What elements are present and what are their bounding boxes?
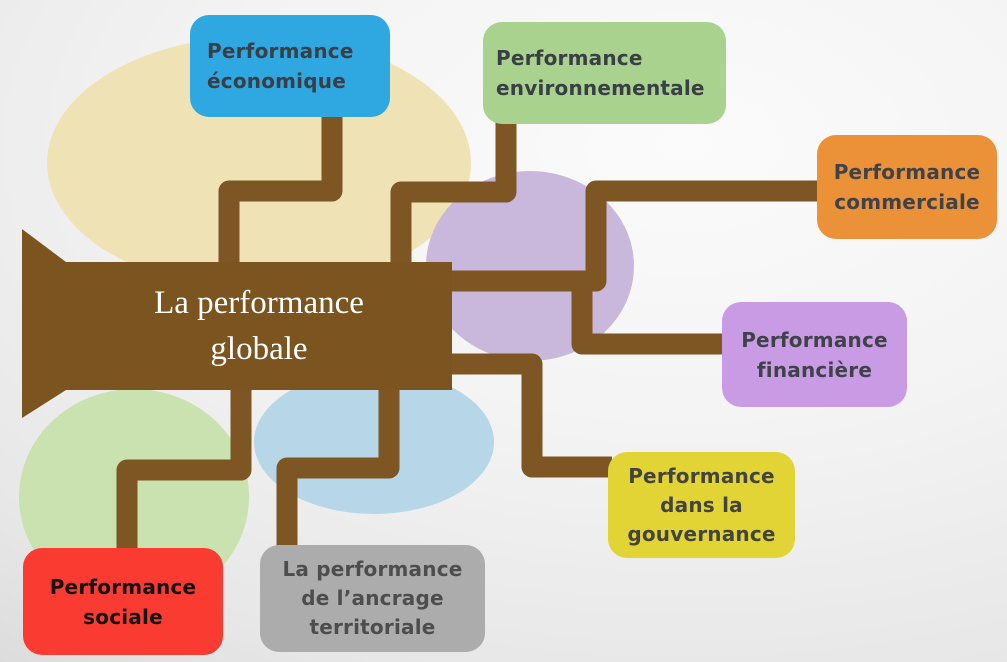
node-label-line: gouvernance — [627, 521, 776, 546]
connector-environnementale — [390, 122, 517, 266]
node-label-line: Performance — [496, 46, 643, 70]
banner-line: La performance — [154, 285, 364, 321]
node-performance-commerciale[interactable]: Performance commerciale — [817, 135, 997, 239]
connector-gouvernance — [450, 353, 612, 478]
node-label-line: Performance — [207, 39, 354, 63]
node-label-line: commerciale — [834, 190, 980, 214]
node-label-line: Performance — [741, 327, 888, 352]
node-performance-ancrage-territoriale[interactable]: La performance de l’ancrage territoriale — [260, 545, 485, 652]
node-label-line: Performance — [49, 574, 197, 599]
center-banner-shape[interactable] — [22, 229, 452, 418]
connector-sociale — [116, 386, 252, 552]
banner-line: globale — [210, 331, 308, 367]
node-label-line: Performance — [628, 463, 775, 488]
node-performance-sociale[interactable]: Performance sociale — [23, 548, 223, 655]
node-performance-environnementale[interactable]: Performance environnementale — [483, 22, 726, 124]
node-label-line: dans la — [660, 492, 743, 517]
node-label-line: sociale — [83, 604, 163, 629]
connector-economique — [218, 114, 343, 266]
node-label-line: environnementale — [496, 76, 705, 100]
node-performance-economique[interactable]: Performance économique — [190, 15, 390, 117]
node-label-line: financière — [756, 357, 873, 382]
node-performance-financiere[interactable]: Performance financière — [722, 302, 907, 407]
node-label-line: Performance — [833, 160, 981, 184]
node-label-line: de l’ancrage — [301, 586, 444, 610]
node-label-line: La performance — [282, 557, 463, 581]
node-label-line: territoriale — [309, 615, 436, 639]
connector-financiere — [450, 270, 726, 355]
node-performance-gouvernance[interactable]: Performance dans la gouvernance — [608, 452, 795, 558]
connector-ancrage — [276, 386, 400, 549]
center-banner-label: La performance globale — [66, 262, 452, 390]
node-label-line: économique — [207, 69, 346, 93]
